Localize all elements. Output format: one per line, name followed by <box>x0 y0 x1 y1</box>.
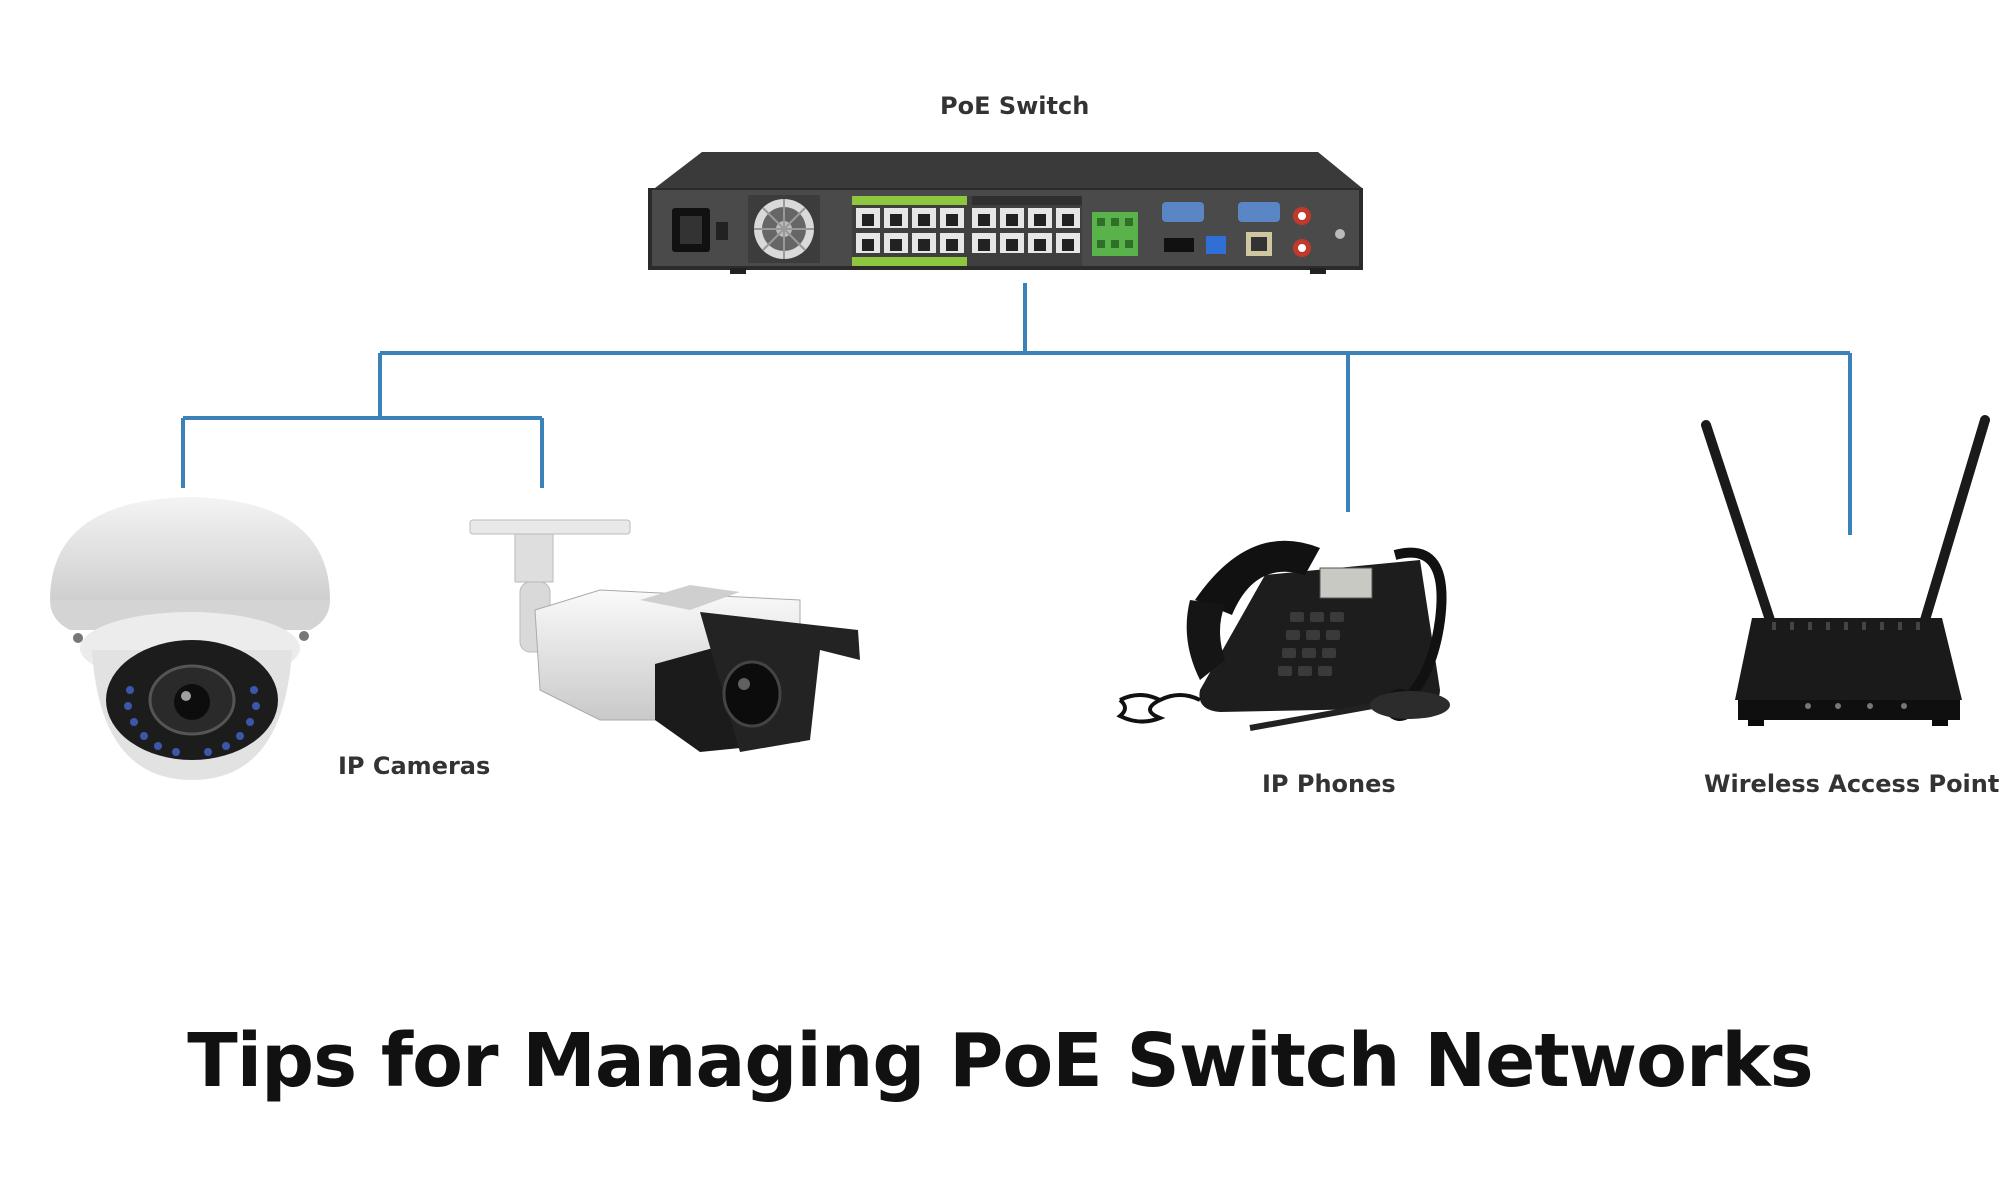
ip-cameras-label: IP Cameras <box>338 752 491 780</box>
dome-camera-icon <box>50 497 330 780</box>
bullet-camera-icon <box>469 519 860 752</box>
router-icon <box>1701 415 1990 726</box>
ip-phones-label: IP Phones <box>1262 770 1396 798</box>
poe-switch-icon <box>648 152 1363 274</box>
page-title: Tips for Managing PoE Switch Networks <box>187 1018 1813 1104</box>
ip-phone-icon <box>1116 540 1450 731</box>
connector-lines <box>181 283 1852 535</box>
wireless-access-point-label: Wireless Access Point <box>1704 770 2000 798</box>
poe-switch-label: PoE Switch <box>940 92 1090 120</box>
